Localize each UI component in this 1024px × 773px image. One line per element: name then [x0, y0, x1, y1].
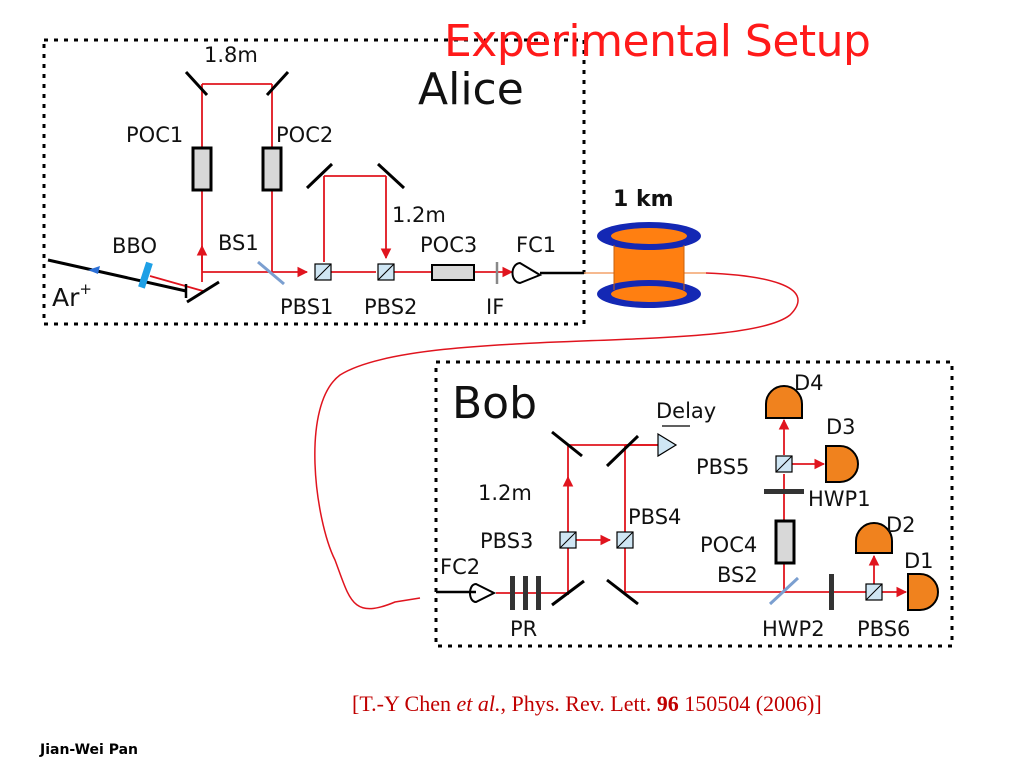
- label-bs1: BS1: [218, 231, 259, 255]
- label-poc1: POC1: [126, 123, 183, 147]
- bob-label: Bob: [452, 378, 537, 429]
- citation-etal: et al.: [456, 691, 501, 716]
- label-d3: D3: [826, 415, 856, 439]
- label-poc4: POC4: [700, 533, 757, 557]
- label-pbs4: PBS4: [628, 505, 681, 529]
- detector-d4-icon: [765, 385, 803, 419]
- label-bs2: BS2: [717, 563, 758, 587]
- label-if: IF: [486, 295, 504, 319]
- label-dist-1-2m-alice: 1.2m: [392, 203, 446, 227]
- pbs1-cube: [314, 263, 332, 281]
- pbs6-cube: [865, 583, 883, 601]
- label-hwp2: HWP2: [762, 617, 825, 641]
- fc2-coupler: [469, 582, 497, 604]
- alice-mirrors: [184, 70, 406, 304]
- bob-beams: [496, 418, 908, 598]
- pbs5-cube: [775, 455, 793, 473]
- bbo-crystal: [138, 261, 153, 289]
- bs2-splitter: [768, 576, 800, 606]
- fiber-link: [314, 272, 799, 610]
- alice-label: Alice: [418, 64, 524, 115]
- bob-mirrors: [551, 430, 640, 607]
- fiber-spool-icon: [584, 222, 706, 308]
- label-ar: Ar+: [52, 280, 92, 312]
- label-pbs3: PBS3: [480, 529, 533, 553]
- delay-prism-icon: [657, 425, 690, 458]
- pbs2-cube: [377, 263, 395, 281]
- poc1-cell: [191, 146, 213, 192]
- detector-d1-icon: [907, 573, 939, 611]
- poc3-cell: [431, 264, 475, 281]
- label-d2: D2: [886, 513, 916, 537]
- label-hwp1: HWP1: [808, 487, 871, 511]
- label-pr: PR: [510, 617, 537, 641]
- label-pbs2: PBS2: [364, 295, 417, 319]
- label-fc2: FC2: [440, 555, 480, 579]
- detector-d3-icon: [825, 445, 859, 483]
- label-ar-sup: +: [79, 280, 92, 298]
- citation-open: [T.-Y Chen: [352, 691, 457, 716]
- poc2-cell: [261, 146, 283, 192]
- bs1-splitter: [257, 260, 285, 286]
- citation: [T.-Y Chen et al., Phys. Rev. Lett. 96 1…: [352, 691, 822, 717]
- label-poc3: POC3: [420, 233, 477, 257]
- label-pbs1: PBS1: [280, 295, 333, 319]
- fc1-coupler: [511, 261, 543, 285]
- label-dist-1-2m-bob: 1.2m: [478, 481, 532, 505]
- label-fc1: FC1: [516, 233, 556, 257]
- label-poc2: POC2: [276, 123, 333, 147]
- label-delay: Delay: [656, 399, 716, 423]
- author-footer: Jian-Wei Pan: [40, 742, 139, 758]
- slide-title: Experimental Setup: [444, 16, 871, 67]
- label-dist-1-8m: 1.8m: [204, 43, 258, 67]
- hwp1-plate: [764, 489, 804, 494]
- label-d1: D1: [904, 549, 934, 573]
- citation-volume: 96: [656, 691, 679, 716]
- citation-pages-year: 150504 (2006)]: [678, 691, 822, 716]
- hwp2-plate: [829, 574, 834, 610]
- ar-arrow-icon: [88, 266, 100, 274]
- label-pbs5: PBS5: [696, 455, 749, 479]
- pbs3-cube: [559, 531, 577, 549]
- pump-beam: [47, 258, 187, 293]
- label-d4: D4: [794, 371, 824, 395]
- alice-box: [42, 38, 586, 326]
- citation-journal: , Phys. Rev. Lett.: [500, 691, 657, 716]
- detector-d2-icon: [855, 522, 893, 554]
- poc4-cell: [774, 519, 796, 565]
- pr-rotators: [510, 576, 541, 610]
- label-1km: 1 km: [613, 187, 674, 212]
- pbs4-cube: [616, 531, 634, 549]
- label-pbs6: PBS6: [857, 617, 910, 641]
- label-bbo: BBO: [112, 234, 157, 258]
